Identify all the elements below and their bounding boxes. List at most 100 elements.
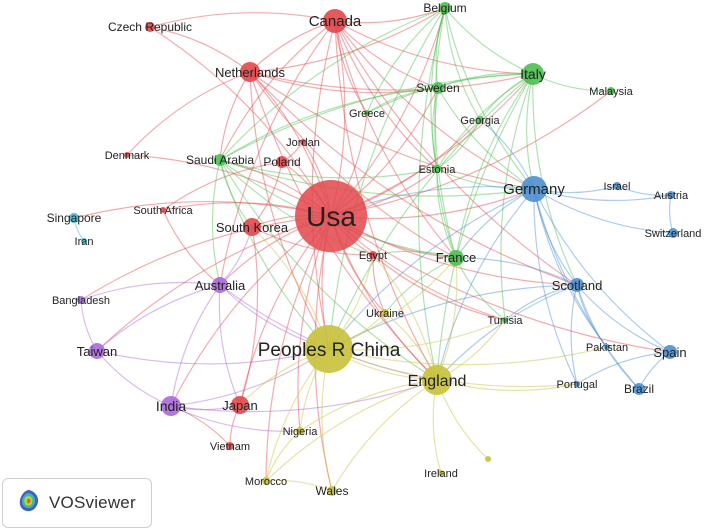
label-iran: Iran: [75, 236, 94, 248]
edge-germany-england: [436, 188, 535, 381]
node-ireland[interactable]: [438, 470, 444, 476]
label-india: India: [156, 398, 187, 414]
label-australia: Australia: [195, 278, 246, 293]
label-southafrica: South Africa: [133, 205, 193, 217]
edge-scotland-china: [328, 284, 578, 350]
node-georgia[interactable]: [476, 116, 484, 124]
node-greece[interactable]: [364, 110, 370, 116]
edge-australia-india: [170, 284, 221, 407]
edge-usa-czech: [149, 26, 332, 217]
node-egypt[interactable]: [369, 251, 377, 259]
node-southafrica[interactable]: [160, 207, 166, 213]
node-netherlands[interactable]: [240, 62, 260, 82]
node-tunisia[interactable]: [502, 317, 508, 323]
edge-china-pakistan: [328, 346, 608, 366]
node-canada[interactable]: [323, 9, 347, 33]
node-israel[interactable]: [613, 182, 621, 190]
edge-england-morocco: [265, 379, 438, 482]
label-belgium: Belgium: [423, 1, 466, 15]
node-switzerland[interactable]: [668, 228, 678, 238]
node-poland[interactable]: [276, 156, 288, 168]
node-belgium[interactable]: [439, 2, 451, 14]
edge-germany-portugal: [533, 188, 578, 385]
node-scotland[interactable]: [570, 278, 584, 292]
label-italy: Italy: [520, 66, 546, 82]
node-germany[interactable]: [521, 176, 547, 202]
label-sweden: Sweden: [416, 81, 459, 95]
node-saudi[interactable]: [214, 154, 226, 166]
node-portugal[interactable]: [574, 381, 580, 387]
label-tunisia: Tunisia: [487, 315, 523, 327]
edge-france-ukraine: [384, 257, 457, 314]
edge-saudi-australia: [211, 159, 221, 286]
node-austria[interactable]: [667, 191, 675, 199]
node-england[interactable]: [422, 365, 452, 395]
edge-sweden-saudi: [219, 87, 439, 161]
node-denmark[interactable]: [124, 152, 130, 158]
edge-netherlands-france: [249, 71, 457, 259]
edge-australia-bangladesh: [80, 281, 221, 301]
node-jordan[interactable]: [300, 139, 306, 145]
label-china: Peoples R China: [258, 340, 401, 361]
edge-belgium-georgia: [444, 7, 481, 121]
node-india[interactable]: [161, 396, 181, 416]
edge-netherlands-scotland: [249, 71, 578, 286]
node-iran[interactable]: [81, 238, 87, 244]
edge-scotland-england: [436, 284, 578, 381]
edge-england-egypt: [372, 254, 438, 381]
edge-germany-switzerland: [533, 188, 674, 234]
node-singapore[interactable]: [69, 213, 79, 223]
edge-england-portugal: [436, 379, 578, 392]
node-estonia[interactable]: [433, 165, 441, 173]
node-brazil[interactable]: [633, 383, 645, 395]
label-saudi: Saudi Arabia: [186, 153, 254, 167]
edge-canada-estonia: [334, 20, 438, 170]
node-spain[interactable]: [663, 345, 677, 359]
label-france: France: [436, 250, 476, 265]
node-pakistan[interactable]: [604, 344, 610, 350]
edge-sweden-france: [434, 87, 457, 259]
node-australia[interactable]: [212, 277, 228, 293]
node-bangladesh[interactable]: [77, 296, 85, 304]
label-pakistan: Pakistan: [586, 342, 628, 354]
label-usa: Usa: [306, 201, 356, 232]
node-france[interactable]: [448, 250, 464, 266]
node-czech[interactable]: [145, 22, 155, 32]
label-denmark: Denmark: [105, 150, 150, 162]
edge-saudi-egypt: [219, 159, 374, 256]
node-taiwan[interactable]: [89, 343, 105, 359]
logo-text: VOSviewer: [49, 493, 136, 512]
edge-germany-austria: [533, 188, 672, 202]
edge-belgium-germany: [444, 7, 535, 190]
edge-wales-morocco: [265, 479, 333, 492]
node-italy[interactable]: [522, 63, 544, 85]
node-usa[interactable]: [295, 180, 367, 252]
edge-belgium-saudi: [219, 7, 446, 161]
node-morocco[interactable]: [262, 477, 270, 485]
node-malaysia[interactable]: [607, 87, 615, 95]
edge-taiwan-china: [96, 348, 330, 365]
label-brazil: Brazil: [624, 382, 654, 396]
vosviewer-logo: VOSviewer: [2, 478, 152, 528]
edge-saudi-england: [219, 159, 438, 381]
node-southkorea[interactable]: [243, 218, 261, 236]
edge-southafrica-australia: [162, 209, 221, 286]
node-vietnam[interactable]: [226, 442, 234, 450]
edge-germany-france: [455, 188, 535, 259]
label-georgia: Georgia: [460, 115, 500, 127]
node-layer: [69, 2, 678, 496]
node-nigeria[interactable]: [296, 427, 304, 435]
node-japan[interactable]: [231, 396, 249, 414]
edge-germany-china: [328, 188, 535, 350]
node-ukraine[interactable]: [381, 309, 389, 317]
edge-estonia-france: [436, 168, 457, 259]
edge-netherlands-denmark: [126, 71, 251, 156]
node-wales[interactable]: [327, 486, 337, 496]
node-china[interactable]: [305, 325, 353, 373]
edge-canada-france: [334, 20, 457, 259]
node-sweden[interactable]: [432, 82, 444, 94]
node-unlabeled[interactable]: [485, 456, 491, 462]
edge-italy-saudi: [219, 73, 534, 161]
label-southkorea: South Korea: [216, 220, 289, 235]
